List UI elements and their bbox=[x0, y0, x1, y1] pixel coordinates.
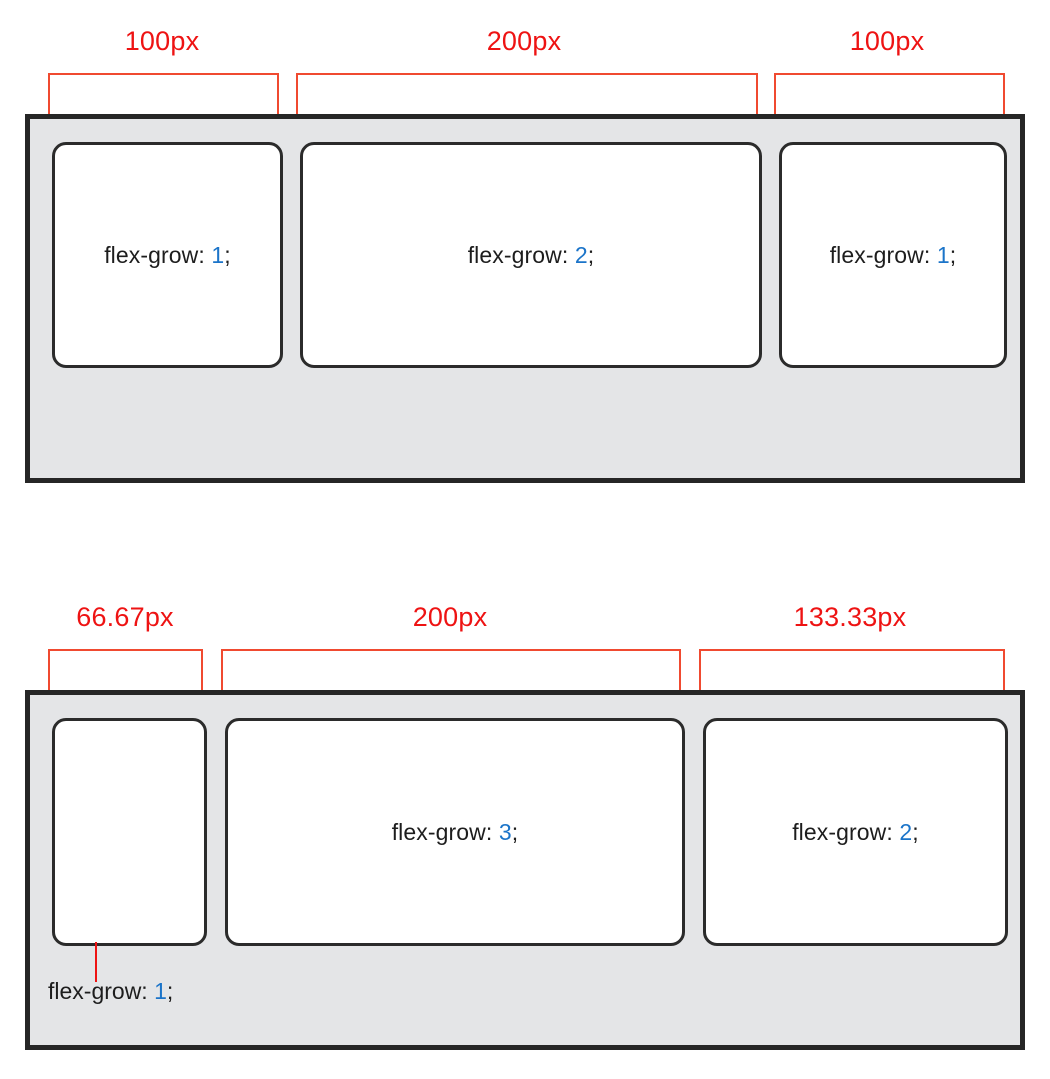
measure-label-r2-c3: 133.33px bbox=[793, 602, 907, 632]
flex-grow-semi-r1-3: ; bbox=[949, 241, 957, 268]
measure-label-r2-c2: 200px bbox=[412, 602, 488, 632]
flex-container-row-2: flex-grow: 3; flex-grow: 2; bbox=[25, 690, 1025, 1050]
flex-item-r1-1-label: flex-grow: 1; bbox=[104, 242, 231, 269]
flex-item-r2-3-label: flex-grow: 2; bbox=[792, 819, 919, 846]
flex-item-r1-3[interactable]: flex-grow: 1; bbox=[779, 142, 1007, 368]
flex-grow-prop-r2-2: flex-grow: bbox=[391, 818, 493, 845]
flex-grow-prop-r1-2: flex-grow: bbox=[467, 241, 569, 268]
measure-label-r2-c1: 66.67px bbox=[76, 602, 174, 632]
flex-grow-prop-r2-3: flex-grow: bbox=[792, 818, 893, 845]
flex-container-row-1: flex-grow: 1; flex-grow: 2; flex-grow: 1… bbox=[25, 114, 1025, 483]
flex-grow-semi-r1-1: ; bbox=[224, 241, 231, 268]
flex-item-r2-3[interactable]: flex-grow: 2; bbox=[703, 718, 1008, 946]
flex-item-r2-1[interactable] bbox=[52, 718, 207, 946]
flex-item-r1-2-label: flex-grow: 2; bbox=[468, 242, 595, 269]
measure-label-r1-c1: 100px bbox=[124, 26, 200, 56]
flex-item-r2-2[interactable]: flex-grow: 3; bbox=[225, 718, 685, 946]
measure-label-r1-c3: 100px bbox=[849, 26, 925, 56]
callout-leader-line bbox=[95, 942, 97, 982]
flex-grow-value-r2-2: 3 bbox=[498, 818, 512, 845]
callout-label-r2-1: flex-grow: 1; bbox=[48, 978, 173, 1005]
flex-grow-semi-r2-2: ; bbox=[511, 818, 519, 845]
flex-grow-value-r2-3: 2 bbox=[899, 818, 913, 845]
flex-item-r1-3-label: flex-grow: 1; bbox=[830, 242, 957, 269]
flex-grow-value-r1-3: 1 bbox=[936, 241, 950, 268]
flex-grow-prop-r2-1: flex-grow: bbox=[48, 978, 148, 1004]
flex-grow-prop-r1-1: flex-grow: bbox=[104, 241, 205, 268]
flex-grow-value-r2-1: 1 bbox=[154, 978, 167, 1004]
flex-grow-semi-r2-3: ; bbox=[912, 818, 919, 845]
flex-item-r1-2[interactable]: flex-grow: 2; bbox=[300, 142, 762, 368]
flex-grow-prop-r1-3: flex-grow: bbox=[829, 241, 931, 268]
flex-item-r2-2-label: flex-grow: 3; bbox=[392, 819, 519, 846]
measure-label-r1-c2: 200px bbox=[486, 26, 562, 56]
flex-item-r1-1[interactable]: flex-grow: 1; bbox=[52, 142, 283, 368]
flex-grow-value-r1-1: 1 bbox=[211, 241, 225, 268]
flex-grow-semi-r1-2: ; bbox=[587, 241, 595, 268]
flex-grow-value-r1-2: 2 bbox=[574, 241, 588, 268]
flex-grow-semi-r2-1: ; bbox=[166, 978, 174, 1004]
